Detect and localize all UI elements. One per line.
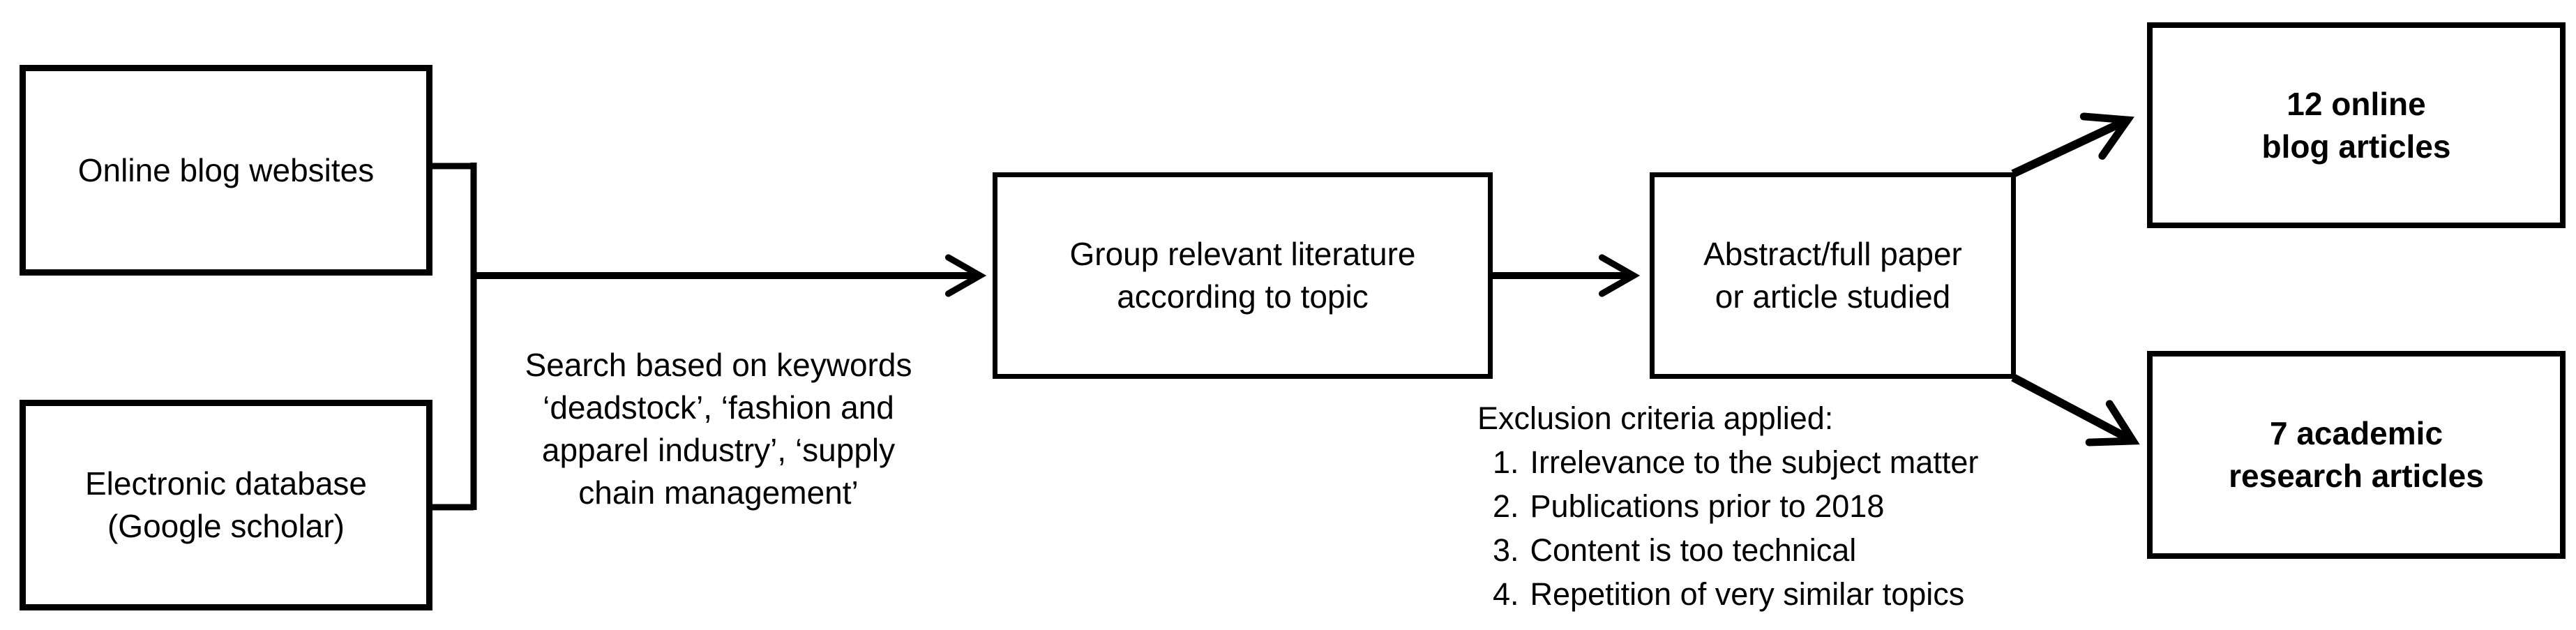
exclusion-item-text: Publications prior to 2018	[1530, 488, 1885, 524]
box-electronic-database-label: Electronic database (Google scholar)	[84, 465, 368, 544]
box-abstract-studied: Abstract/full paper or article studied	[1650, 172, 2016, 379]
search-keywords-annotation: Search based on keywords ‘deadstock’, ‘f…	[474, 301, 963, 514]
box-online-blog-websites: Online blog websites	[20, 65, 432, 276]
exclusion-criteria-item: 2. Publications prior to 2018	[1493, 484, 2210, 528]
exclusion-criteria-annotation: Exclusion criteria applied: 1. Irrelevan…	[1477, 396, 2210, 616]
exclusion-item-text: Content is too technical	[1530, 532, 1857, 568]
box-output-blog-articles-label: 12 online blog articles	[2261, 85, 2451, 165]
arrow-to-blog-output	[2011, 112, 2134, 178]
box-electronic-database: Electronic database (Google scholar)	[20, 400, 432, 610]
box-output-blog-articles: 12 online blog articles	[2147, 22, 2566, 228]
box-online-blog-websites-label: Online blog websites	[77, 151, 375, 188]
exclusion-criteria-item: 3. Content is too technical	[1493, 528, 2210, 572]
exclusion-item-number: 3.	[1493, 532, 1519, 568]
exclusion-criteria-item: 1. Irrelevance to the subject matter	[1493, 440, 2210, 484]
exclusion-item-text: Repetition of very similar topics	[1530, 576, 1965, 612]
arrow-to-academic-output	[2011, 373, 2140, 447]
box-abstract-studied-label: Abstract/full paper or article studied	[1703, 236, 1962, 315]
box-output-academic-articles: 7 academic research articles	[2147, 351, 2566, 559]
exclusion-item-text: Irrelevance to the subject matter	[1530, 444, 1979, 480]
box-output-academic-articles-label: 7 academic research articles	[2229, 415, 2484, 494]
exclusion-item-number: 2.	[1493, 488, 1519, 524]
exclusion-item-number: 1.	[1493, 444, 1519, 480]
search-keywords-text: Search based on keywords ‘deadstock’, ‘f…	[525, 347, 912, 511]
exclusion-criteria-item: 4. Repetition of very similar topics	[1493, 572, 2210, 616]
box-group-literature-label: Group relevant literature according to t…	[1069, 236, 1416, 315]
box-group-literature: Group relevant literature according to t…	[993, 172, 1493, 379]
exclusion-criteria-title: Exclusion criteria applied:	[1477, 400, 1834, 436]
exclusion-item-number: 4.	[1493, 576, 1519, 612]
